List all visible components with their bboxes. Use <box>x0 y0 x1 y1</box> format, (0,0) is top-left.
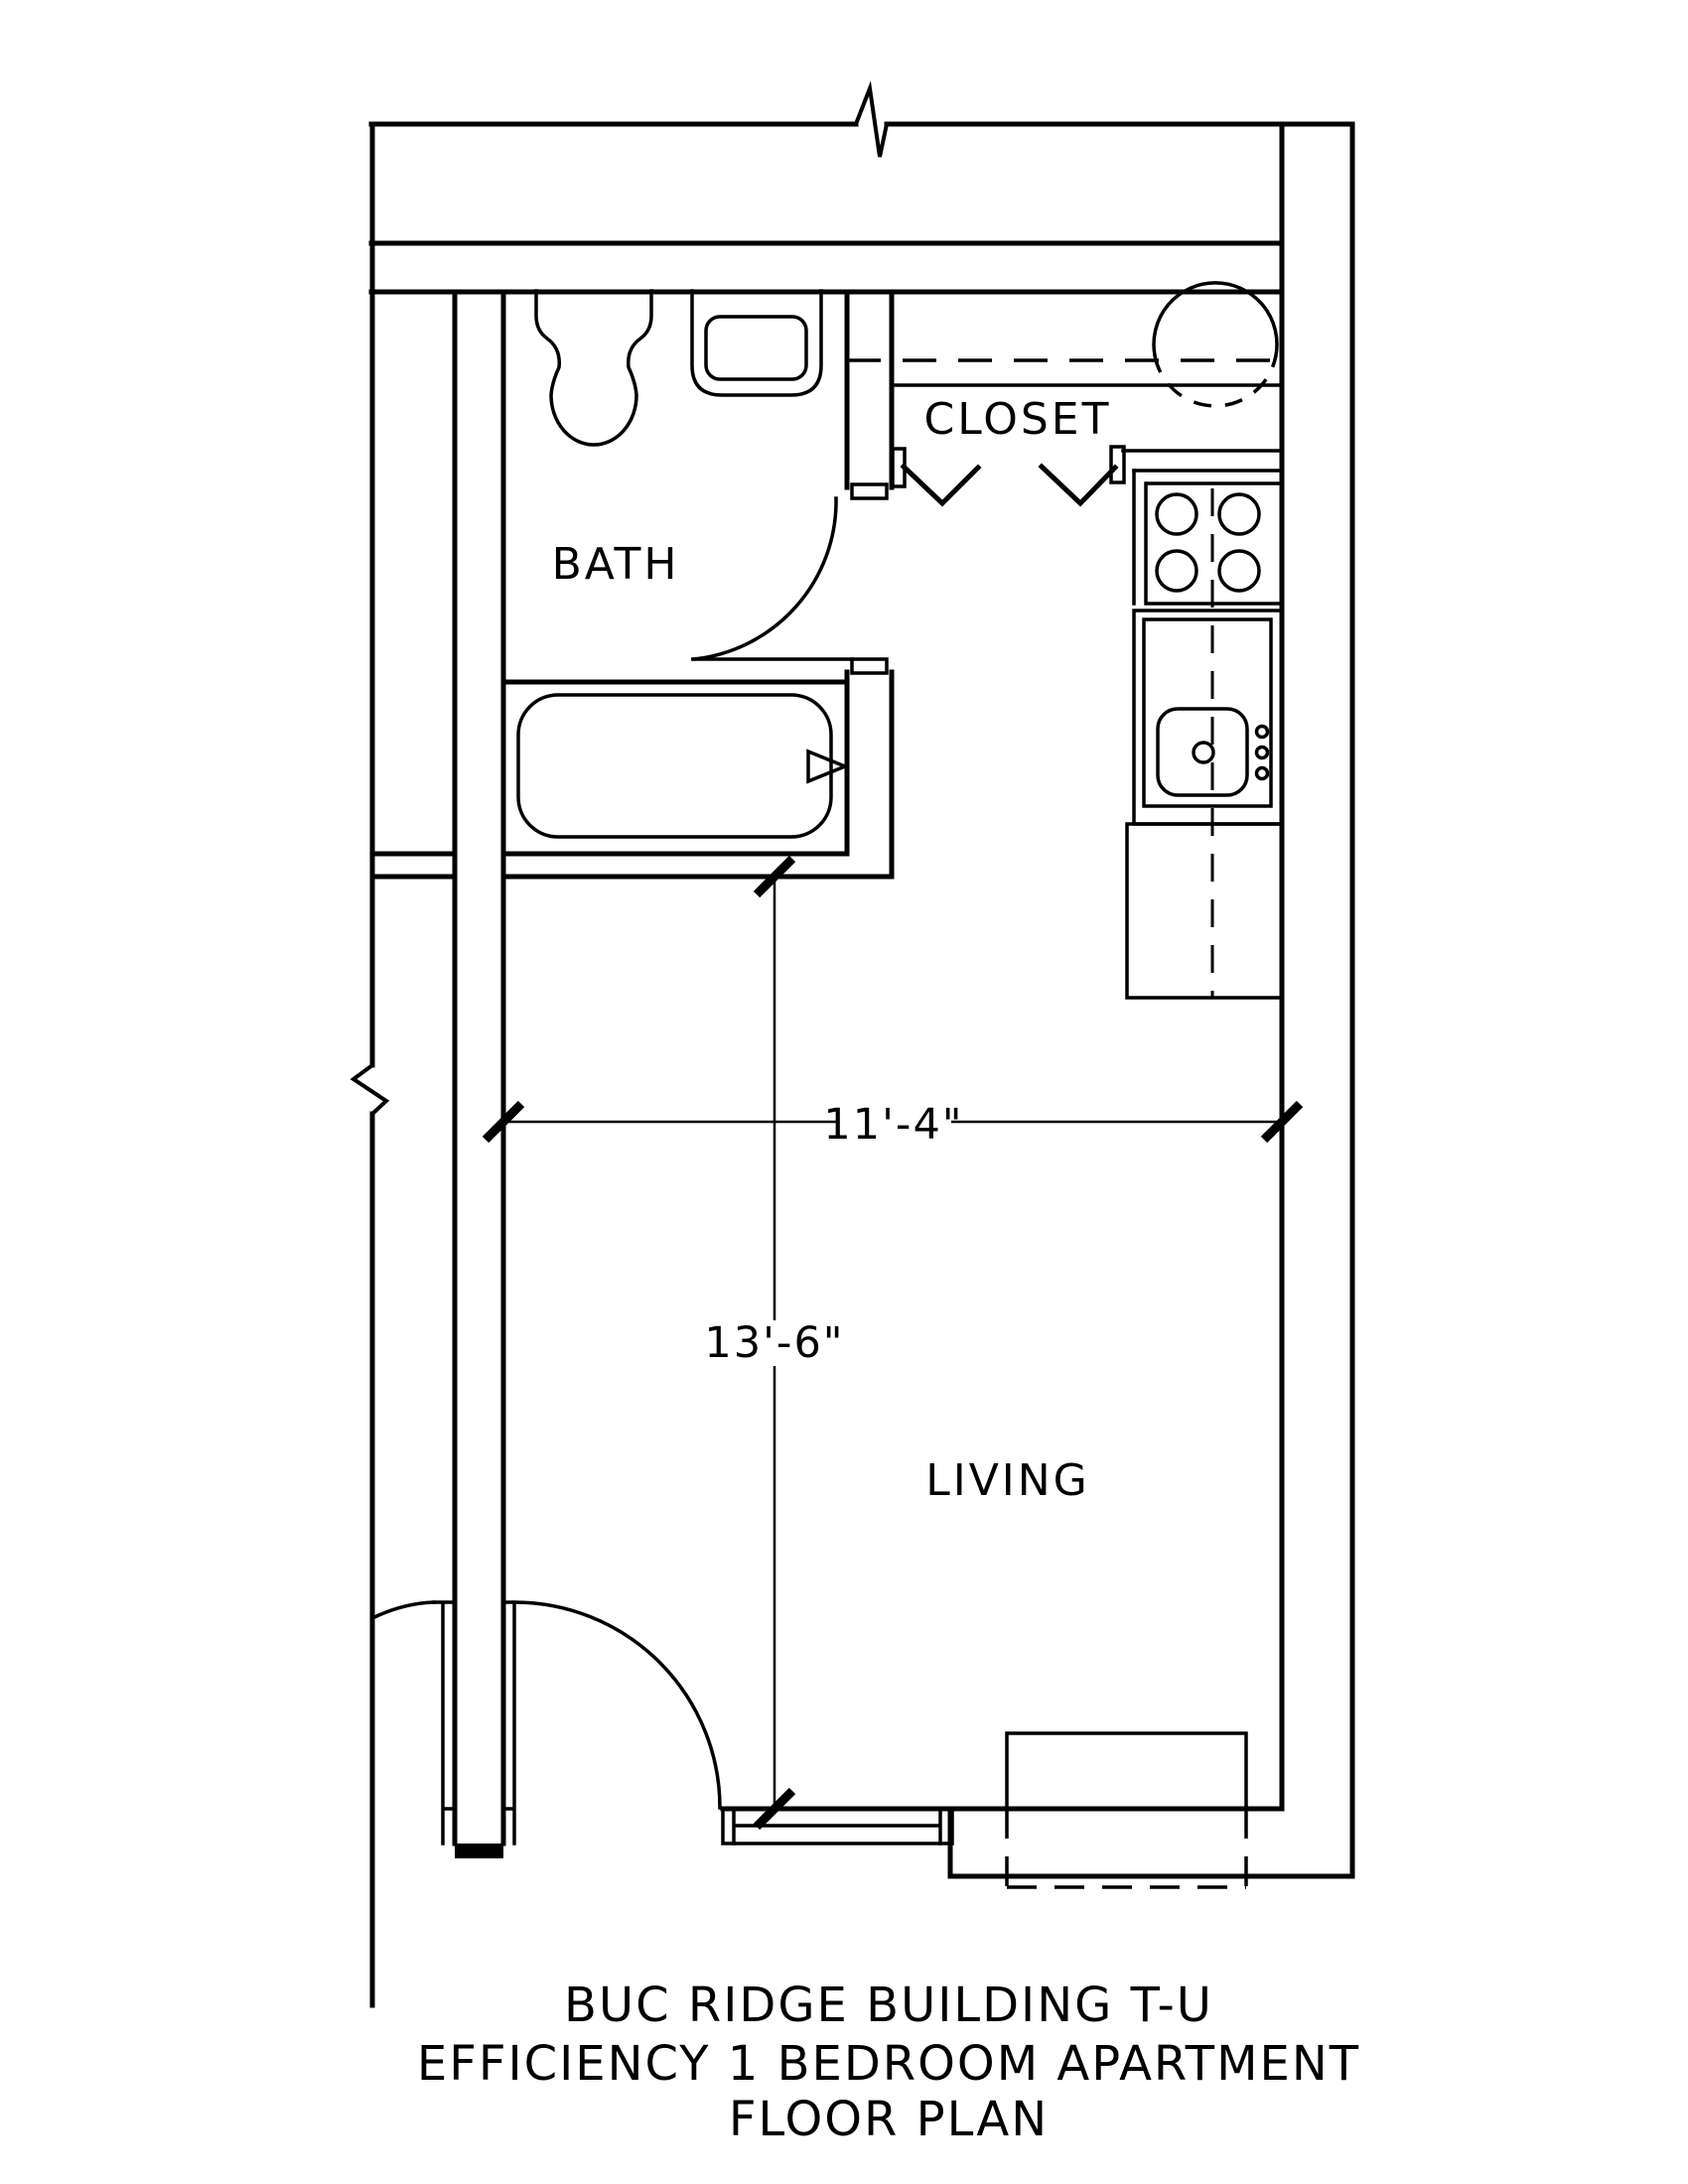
entry-door-swing-arc <box>512 1600 722 1810</box>
title-line-1: BUC RIDGE BUILDING T-U <box>564 1978 1213 2033</box>
bath-door-jamb-top <box>850 482 889 500</box>
closet-bifold-door-left <box>900 463 982 507</box>
title-block: BUC RIDGE BUILDING T-U EFFICIENCY 1 BEDR… <box>417 1978 1360 2147</box>
chase-end-cap <box>455 1843 503 1858</box>
closet-jamb-right <box>1109 445 1126 484</box>
closet-area <box>847 281 1284 507</box>
water-heater-symbol <box>1152 281 1279 358</box>
furniture-bench-dashed <box>1005 1809 1248 1889</box>
entry-jamb-left <box>432 1600 457 1845</box>
bath-door-swing-arc <box>691 496 838 661</box>
bathtub-symbol <box>516 693 833 839</box>
toilet-symbol <box>534 289 653 447</box>
dim-tick <box>753 855 796 898</box>
bath-door-jamb-bottom <box>850 657 889 675</box>
kitchen-sink-knob-icon <box>1254 745 1270 760</box>
lavatory-sink-symbol <box>690 289 823 397</box>
dimension-lines <box>482 855 1304 1831</box>
bath-room-label: BATH <box>552 539 680 590</box>
title-line-3: FLOOR PLAN <box>729 2092 1049 2147</box>
kitchen-counter-unit <box>1132 609 1284 826</box>
kitchen-sink-knob-icon <box>1254 724 1270 740</box>
refrigerator-symbol <box>1125 822 1284 1000</box>
annotations: BATH CLOSET LIVING 11'-4" 13'-6" <box>552 394 1112 1506</box>
entry-threshold-detail <box>732 1807 942 1845</box>
entry-threshold <box>721 1807 954 1845</box>
kitchen-sink-drain-icon <box>1192 741 1215 764</box>
closet-bifold-door-right <box>1038 463 1119 507</box>
dim-tick <box>1260 1100 1304 1144</box>
entry-door-arc-small <box>369 1600 436 1621</box>
stove-burner-icon <box>1155 549 1198 593</box>
walls <box>350 80 1355 2008</box>
dim-label-length: 13'-6" <box>704 1318 844 1368</box>
break-symbol-left-icon <box>350 1062 390 1117</box>
kitchen-counter-inner <box>1142 617 1273 808</box>
living-room-label: LIVING <box>925 1455 1090 1506</box>
entry-jamb-right <box>501 1600 516 1845</box>
dim-label-width: 11'-4" <box>823 1100 963 1150</box>
kitchen-sink-knob-icon <box>1254 765 1270 781</box>
stove-burner-icon <box>1217 492 1261 536</box>
kitchen-fixtures <box>1121 449 1284 1000</box>
water-heater-dashed-top <box>1153 354 1278 408</box>
bathtub-faucet-icon <box>806 749 850 784</box>
stove-burner-icon <box>1217 549 1261 593</box>
break-symbol-top-icon <box>853 80 890 158</box>
dim-tick <box>482 1100 525 1144</box>
closet-room-label: CLOSET <box>924 394 1112 445</box>
entry-area <box>369 1600 1248 1889</box>
furniture-bench-symbol <box>1005 1731 1248 1811</box>
bathroom-fixtures <box>516 289 889 839</box>
lavatory-sink-basin <box>704 315 808 381</box>
kitchen-sink-basin <box>1156 707 1249 797</box>
dim-tick <box>753 1787 796 1831</box>
title-line-2: EFFICIENCY 1 BEDROOM APARTMENT <box>417 2036 1360 2092</box>
stove-burner-icon <box>1155 492 1198 536</box>
